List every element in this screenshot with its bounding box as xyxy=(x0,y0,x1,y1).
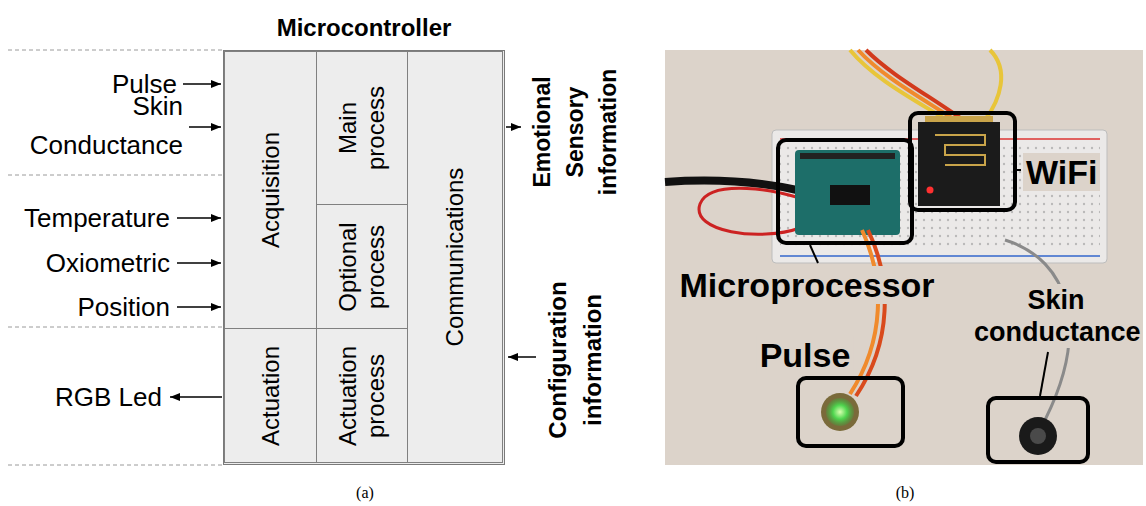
box-label: Actuation process xyxy=(334,335,390,457)
wire xyxy=(850,230,878,394)
process-box: Main process xyxy=(316,51,408,205)
dashed-line xyxy=(8,175,223,176)
dashed-line xyxy=(8,327,223,328)
sensor-light xyxy=(826,398,854,426)
signal-label: Oxiometric xyxy=(4,248,170,278)
box-label: Actuation xyxy=(257,335,285,457)
signal-label: Skin Conductance xyxy=(10,87,183,165)
input-arrow xyxy=(508,356,536,358)
callout-box xyxy=(988,398,1088,462)
pulse-sensor xyxy=(821,393,859,431)
wire xyxy=(856,230,885,396)
signal-label: Position xyxy=(4,292,170,322)
signal-label: Temperature xyxy=(4,203,170,233)
callout-label: Pulse xyxy=(757,336,854,374)
box-label: Optional process xyxy=(334,213,390,321)
pin-header xyxy=(925,116,993,122)
wire xyxy=(699,188,805,234)
power-rail xyxy=(780,255,1100,257)
box-label: Communications xyxy=(441,67,469,447)
wifi-module xyxy=(918,122,1000,206)
input-arrow xyxy=(189,126,221,128)
dashed-line xyxy=(8,465,223,466)
signal-label: RGB Led xyxy=(55,382,167,412)
output-arrow xyxy=(170,396,222,398)
leader-line xyxy=(810,245,818,263)
flow-label: Emotional Sensory information xyxy=(526,57,625,207)
box-label: Main process xyxy=(334,71,390,186)
flow-label: Configuration information xyxy=(540,270,610,450)
input-arrow xyxy=(177,217,221,219)
output-arrow xyxy=(506,126,521,128)
box-label: Acquisition xyxy=(257,65,285,315)
skin-sensor xyxy=(1019,417,1057,455)
leader-line xyxy=(1016,169,1021,171)
chip xyxy=(830,185,870,205)
prototype-photo xyxy=(665,50,1143,465)
subfigure-caption: (b) xyxy=(896,483,915,503)
microcontroller-box: MicrocontrollerAcquisitionMain processOp… xyxy=(223,50,505,465)
subfigure-caption: (a) xyxy=(356,483,374,503)
sensor-electrode xyxy=(1030,428,1046,444)
input-arrow xyxy=(177,262,221,264)
wire xyxy=(985,50,1001,120)
box-heading: Microcontroller xyxy=(224,13,504,43)
input-arrow xyxy=(183,83,221,85)
dashed-line xyxy=(8,50,223,51)
leader-line xyxy=(1040,352,1048,396)
arduino-board xyxy=(795,150,900,235)
callout-box xyxy=(778,140,912,243)
pin-header xyxy=(800,153,895,159)
callout-label: Microprocessor xyxy=(676,266,937,304)
process-box: Optional process xyxy=(316,204,408,329)
led xyxy=(927,187,934,194)
input-arrow xyxy=(177,306,221,308)
callout-label: WiFi xyxy=(1023,153,1100,191)
process-box: Acquisition xyxy=(224,51,317,329)
callout-box xyxy=(910,113,1015,210)
callout-label: Skin conductance xyxy=(971,284,1141,348)
process-box: Actuation xyxy=(224,328,317,463)
callout-box xyxy=(798,378,903,446)
process-box: Actuation process xyxy=(316,328,408,463)
antenna xyxy=(935,135,985,165)
photo-background xyxy=(665,50,1143,465)
process-box: Communications xyxy=(407,51,503,463)
